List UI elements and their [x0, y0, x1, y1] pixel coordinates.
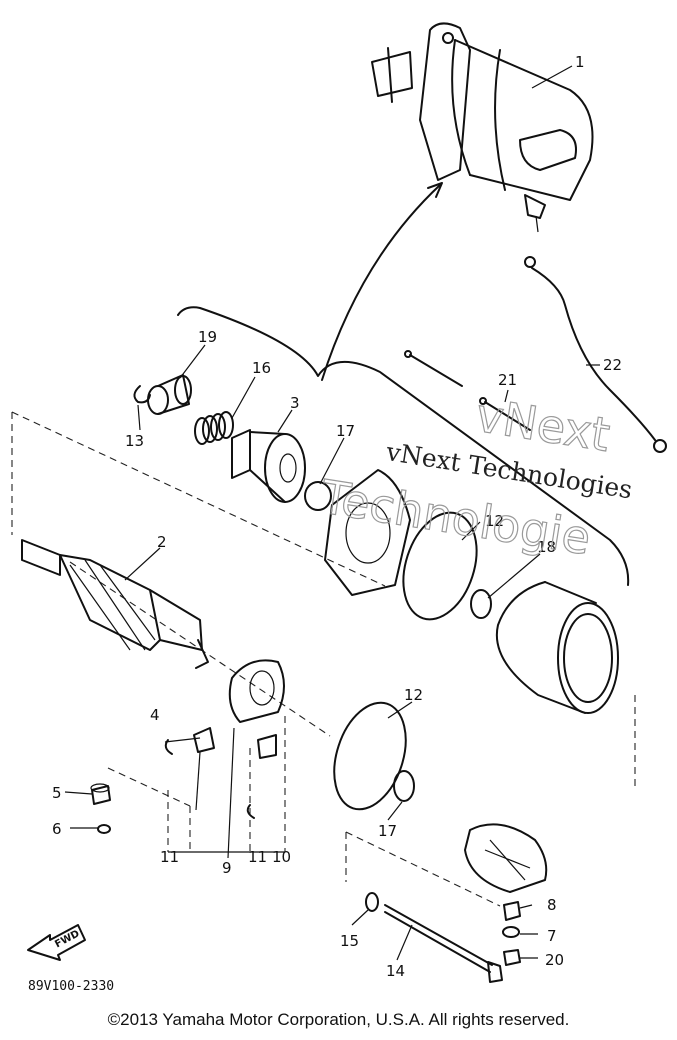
callout-11-left: 11	[160, 848, 179, 866]
shim-washer	[470, 589, 492, 619]
lead-wire-long	[524, 256, 667, 453]
callout-1: 1	[575, 53, 585, 71]
small-washer	[97, 824, 111, 834]
callout-2: 2	[157, 533, 167, 551]
cap-nuts	[502, 901, 521, 966]
callout-10: 10	[272, 848, 291, 866]
callout-7: 7	[547, 927, 557, 945]
assembly-arrow	[321, 184, 441, 381]
callout-6: 6	[52, 820, 62, 838]
o-ring-lower	[333, 701, 407, 811]
spring-clip-right	[246, 804, 255, 819]
callout-4: 4	[150, 706, 160, 724]
o-ring-upper	[402, 511, 478, 621]
callout-3: 3	[290, 394, 300, 412]
callout-5: 5	[52, 784, 62, 802]
callout-18: 18	[537, 538, 556, 556]
callout-15: 15	[340, 932, 359, 950]
rear-cover	[464, 823, 548, 893]
callout-8: 8	[547, 896, 557, 914]
callout-12-upper: 12	[485, 512, 504, 530]
callout-20: 20	[545, 951, 564, 969]
callout-14: 14	[386, 962, 405, 980]
callout-11-right: 11	[248, 848, 267, 866]
bolt-washer	[365, 892, 379, 912]
watermark: vNext Technologie vNext Technologies	[316, 387, 634, 566]
lead-wire-short	[404, 350, 531, 431]
thrust-washer-lower	[393, 770, 415, 802]
callout-22: 22	[603, 356, 622, 374]
callout-17-lower: 17	[378, 822, 397, 840]
front-cover	[324, 469, 411, 596]
pinion-clutch	[231, 429, 306, 503]
callout-9: 9	[222, 859, 232, 877]
callout-13: 13	[125, 432, 144, 450]
callout-12-lower: 12	[404, 686, 423, 704]
exploded-parts-diagram: 1 2 3 4 5 6 7 8 9 10 11 11 12 12 13 14 1…	[11, 22, 667, 994]
armature	[21, 539, 209, 669]
grommet	[90, 783, 111, 805]
starter-motor-assembly	[371, 22, 594, 233]
drawing-code: 89V100-2330	[28, 979, 114, 994]
watermark-outline-top: vNext	[472, 388, 613, 462]
spring	[194, 411, 234, 445]
callout-21: 21	[498, 371, 517, 389]
copyright-notice: ©2013 Yamaha Motor Corporation, U.S.A. A…	[107, 1010, 570, 1029]
part-group-bracket	[177, 306, 630, 586]
fwd-arrow-icon: FWD	[27, 924, 86, 961]
bushing	[147, 374, 192, 415]
callout-17-upper: 17	[336, 422, 355, 440]
through-bolt	[384, 904, 503, 983]
brush-plate	[193, 659, 285, 811]
callout-leaders	[64, 65, 600, 961]
yoke-housing	[495, 581, 619, 714]
thrust-washer	[304, 481, 332, 511]
callout-19: 19	[198, 328, 217, 346]
callout-16: 16	[252, 359, 271, 377]
